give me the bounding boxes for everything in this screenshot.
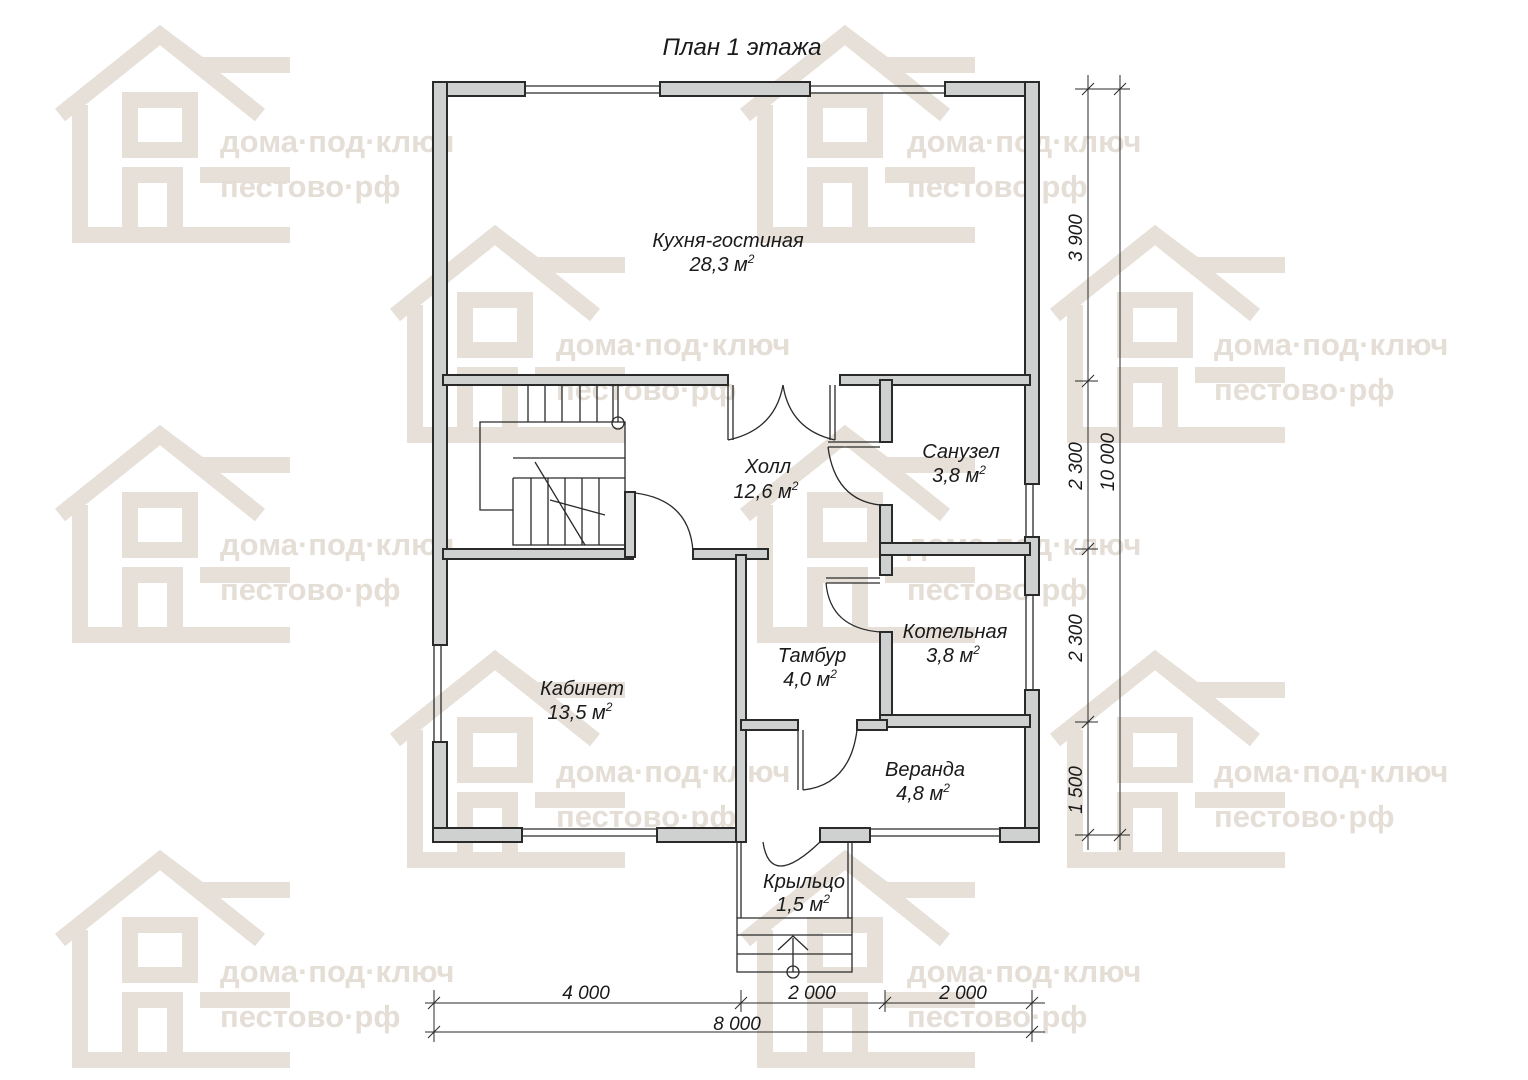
wall bbox=[740, 719, 799, 731]
wall bbox=[879, 542, 1031, 556]
wall bbox=[1024, 689, 1040, 843]
watermark-line1: дома·под·ключ bbox=[907, 954, 1141, 989]
room-area-kitchen: 28,3 м2 bbox=[689, 252, 755, 276]
wall bbox=[432, 81, 448, 646]
watermark-line1: дома·под·ключ bbox=[556, 754, 790, 789]
wall bbox=[659, 81, 811, 97]
wall bbox=[1024, 81, 1040, 485]
watermark-line1: дома·под·ключ bbox=[220, 954, 454, 989]
watermark-text: дома·под·ключ пестово·рф дома·под·ключ п… bbox=[220, 124, 1448, 1034]
wall bbox=[879, 631, 893, 725]
bottom-dimensions bbox=[425, 990, 1045, 1042]
bottom-dimension-labels: 4 000 2 000 2 000 8 000 bbox=[562, 983, 987, 1035]
windows bbox=[433, 85, 1034, 837]
room-name-boiler: Котельная bbox=[903, 621, 1008, 643]
wall bbox=[999, 827, 1040, 843]
room-name-porch: Крыльцо bbox=[763, 871, 845, 893]
room-labels: Кухня-гостиная 28,3 м2 Холл 12,6 м2 Сану… bbox=[540, 230, 1008, 916]
dim-label: 1 500 bbox=[1066, 766, 1087, 814]
wall bbox=[692, 548, 769, 560]
wall bbox=[735, 554, 747, 843]
dim-label: 4 000 bbox=[562, 983, 610, 1004]
wall bbox=[879, 714, 1031, 728]
right-dimension-labels: 3 900 2 300 2 300 1 500 10 000 bbox=[1066, 214, 1119, 814]
room-name-bathroom: Санузел bbox=[922, 441, 1000, 463]
room-name-veranda: Веранда bbox=[885, 759, 965, 781]
room-area-bathroom: 3,8 м2 bbox=[932, 463, 986, 487]
wall bbox=[879, 504, 893, 576]
plan-title: План 1 этажа bbox=[663, 34, 822, 61]
watermark-line1: дома·под·ключ bbox=[220, 527, 454, 562]
watermark-line2: пестово·рф bbox=[220, 169, 400, 204]
wall bbox=[442, 548, 634, 560]
wall bbox=[656, 827, 742, 843]
room-area-vestibule: 4,0 м2 bbox=[783, 667, 837, 691]
room-name-vestibule: Тамбур bbox=[778, 645, 847, 667]
room-area-porch: 1,5 м2 bbox=[776, 892, 830, 916]
wall bbox=[856, 719, 888, 731]
room-area-veranda: 4,8 м2 bbox=[896, 781, 950, 805]
room-name-kitchen: Кухня-гостиная bbox=[652, 230, 804, 252]
watermark-line2: пестово·рф bbox=[907, 999, 1087, 1034]
wall bbox=[624, 491, 636, 558]
doors bbox=[634, 384, 881, 867]
dim-label: 2 300 bbox=[1066, 614, 1087, 663]
porch bbox=[736, 842, 853, 979]
right-dimensions bbox=[1075, 75, 1130, 850]
dim-label: 2 300 bbox=[1066, 442, 1087, 491]
room-area-boiler: 3,8 м2 bbox=[926, 643, 980, 667]
dim-label-total: 10 000 bbox=[1098, 433, 1119, 492]
staircase bbox=[479, 385, 626, 546]
watermark-line1: дома·под·ключ bbox=[556, 327, 790, 362]
room-area-office: 13,5 м2 bbox=[548, 700, 613, 724]
wall bbox=[432, 827, 523, 843]
watermark-line1: дома·под·ключ bbox=[1214, 754, 1448, 789]
watermark-line2: пестово·рф bbox=[1214, 372, 1394, 407]
watermark-line1: дома·под·ключ bbox=[220, 124, 454, 159]
room-name-hall: Холл bbox=[744, 456, 791, 478]
watermark-line2: пестово·рф bbox=[1214, 799, 1394, 834]
room-area-hall: 12,6 м2 bbox=[734, 479, 799, 503]
room-name-office: Кабинет bbox=[540, 678, 624, 700]
watermark-line2: пестово·рф bbox=[220, 999, 400, 1034]
wall bbox=[442, 374, 729, 386]
dim-label: 2 000 bbox=[938, 983, 987, 1004]
watermark-line2: пестово·рф bbox=[907, 169, 1087, 204]
watermark-line2: пестово·рф bbox=[907, 572, 1087, 607]
dim-label-total: 8 000 bbox=[713, 1014, 761, 1035]
dim-label: 2 000 bbox=[787, 983, 836, 1004]
watermark-line1: дома·под·ключ bbox=[1214, 327, 1448, 362]
wall bbox=[879, 379, 893, 443]
dim-label: 3 900 bbox=[1066, 214, 1087, 262]
wall bbox=[839, 374, 1031, 386]
walls bbox=[432, 81, 1040, 843]
watermark-line2: пестово·рф bbox=[220, 572, 400, 607]
wall bbox=[819, 827, 871, 843]
